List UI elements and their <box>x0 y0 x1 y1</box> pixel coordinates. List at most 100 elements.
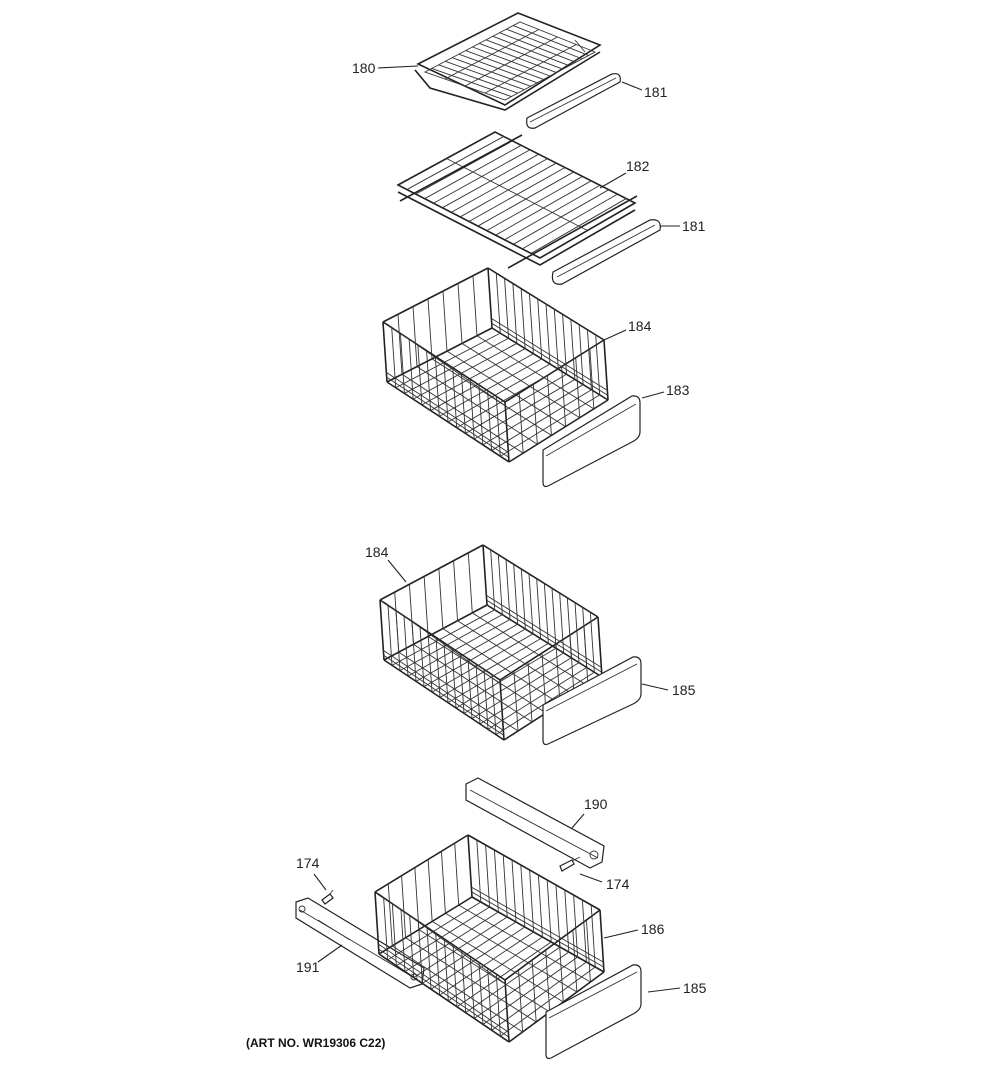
wire-line <box>401 875 407 938</box>
callout-182: 182 <box>626 158 650 174</box>
wire-line <box>581 899 587 963</box>
wire-line <box>387 901 482 961</box>
wire-line <box>564 889 570 953</box>
wire-line <box>378 893 508 986</box>
wire-line <box>378 943 509 1033</box>
wire-line <box>472 275 478 336</box>
wire-line <box>454 843 460 906</box>
wire-line <box>482 956 578 1025</box>
wire-line <box>536 578 542 639</box>
wire-line <box>439 358 542 417</box>
wire-line <box>459 162 557 218</box>
wire-line <box>474 951 570 1019</box>
wire-line <box>597 616 603 678</box>
wire-line <box>413 643 533 723</box>
wire-line <box>485 844 491 908</box>
wire-line <box>412 306 418 367</box>
wire-line <box>396 906 490 967</box>
wire-line <box>374 891 380 955</box>
callout-174-left: 174 <box>296 855 320 871</box>
wire-line <box>386 327 493 383</box>
wire-line <box>572 929 578 993</box>
wire-line <box>442 628 561 705</box>
drawer-front-185-lower <box>545 964 642 1060</box>
wire-line <box>407 619 511 677</box>
wire-line <box>439 931 534 996</box>
wire-line <box>438 568 444 629</box>
wire-line <box>502 854 508 918</box>
leader-lines <box>313 65 681 993</box>
wire-line <box>427 298 433 359</box>
wire-line <box>386 376 509 458</box>
wire-line <box>482 544 488 606</box>
wire-line <box>585 919 591 983</box>
wire-line <box>427 859 433 922</box>
callout-184-middle: 184 <box>365 544 389 560</box>
wire-line <box>491 961 587 1031</box>
wire-line <box>543 583 549 644</box>
wire-line <box>570 319 576 380</box>
wire-line <box>471 657 572 720</box>
wire-line <box>558 939 564 1003</box>
callout-181-lower: 181 <box>682 218 706 234</box>
wire-line <box>508 399 609 463</box>
wire-line <box>395 332 501 389</box>
wire-line <box>491 389 592 451</box>
wire-line <box>518 393 524 454</box>
wire-line <box>423 628 526 688</box>
wire-line <box>387 883 393 946</box>
wire-line <box>513 189 609 245</box>
wire-line <box>511 859 517 923</box>
wire-line <box>383 604 488 661</box>
wire-line <box>406 136 504 190</box>
wire-line <box>397 314 403 375</box>
screw-174-right <box>559 856 581 872</box>
wire-line <box>398 651 519 732</box>
wire-line <box>433 149 531 204</box>
callout-180: 180 <box>352 60 376 76</box>
callout-191: 191 <box>296 959 320 975</box>
wire-line <box>451 158 548 213</box>
wire-line <box>383 601 503 686</box>
wire-line <box>383 650 504 731</box>
wire-line <box>464 36 558 87</box>
wire-line <box>512 283 518 344</box>
wire-line <box>456 941 552 1008</box>
wire-line <box>386 372 509 453</box>
wire-line <box>447 643 549 704</box>
wire-line <box>382 321 388 383</box>
wire-line <box>442 291 448 352</box>
wire-line <box>422 921 517 984</box>
wire-line <box>418 929 550 1013</box>
wire-line <box>513 564 519 625</box>
callout-190: 190 <box>584 796 608 812</box>
wire-line <box>495 273 501 334</box>
wire-line <box>379 599 385 661</box>
wire-line <box>445 912 578 993</box>
wire-line <box>408 584 414 645</box>
wire-basket-184-middle <box>379 544 603 741</box>
drawer-rail-190 <box>465 777 605 869</box>
wire-line <box>537 298 543 359</box>
wire-line <box>500 966 596 1037</box>
wire-line <box>471 896 605 973</box>
callout-185-upper: 185 <box>672 682 696 698</box>
wire-line <box>504 278 510 339</box>
screw-174-left <box>321 889 334 905</box>
wire-line <box>528 293 534 354</box>
wire-line <box>551 588 557 649</box>
wire-line <box>444 29 539 80</box>
wire-line <box>491 322 608 396</box>
wire-line <box>545 949 551 1013</box>
callout-186: 186 <box>641 921 665 937</box>
wire-line <box>453 560 459 621</box>
wire-line <box>439 638 541 698</box>
wire-line <box>546 879 552 943</box>
wire-line <box>394 592 400 653</box>
wire-line <box>457 283 463 344</box>
callout-174-right: 174 <box>606 876 630 892</box>
wire-line <box>476 839 482 903</box>
wire-line <box>520 288 526 349</box>
wire-line <box>574 602 580 663</box>
wire-line <box>473 379 576 440</box>
